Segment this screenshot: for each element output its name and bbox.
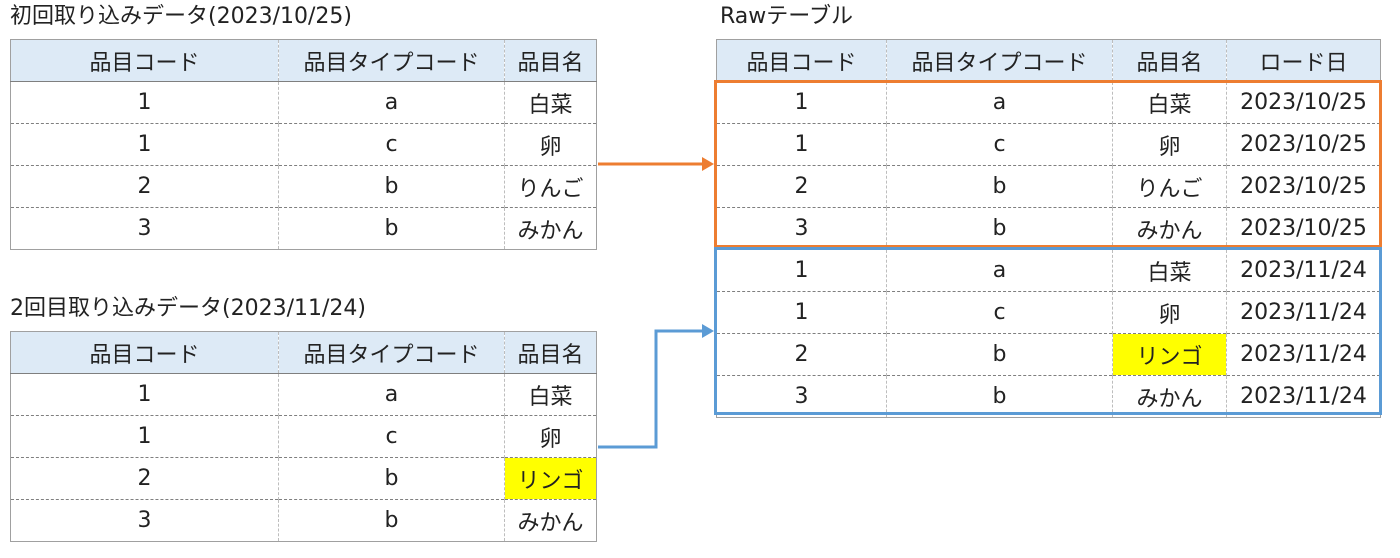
item-code-cell: 3 — [10, 499, 279, 542]
item-code-cell: 2 — [716, 333, 887, 376]
load-date-cell: 2023/10/25 — [1226, 165, 1381, 208]
column-header-item-code: 品目コード — [10, 331, 279, 374]
table-header-row: 品目コード 品目タイプコード 品目名 ロード日 — [716, 39, 1381, 82]
item-code-cell: 1 — [716, 249, 887, 292]
column-header-item-name: 品目名 — [504, 331, 597, 374]
table-row: 1 c 卵 — [10, 415, 597, 458]
item-name-cell: みかん — [504, 207, 597, 250]
orange-arrow-icon — [598, 157, 714, 171]
item-name-cell: りんご — [1112, 165, 1227, 208]
column-header-item-name: 品目名 — [1112, 39, 1227, 82]
item-code-cell: 2 — [716, 165, 887, 208]
second-import-title: 2回目取り込みデータ(2023/11/24) — [10, 296, 366, 321]
highlighted-item-name-cell: リンゴ — [1112, 333, 1227, 376]
item-name-cell: 白菜 — [504, 81, 597, 124]
item-name-cell: 白菜 — [504, 373, 597, 416]
column-header-item-code: 品目コード — [10, 39, 279, 82]
item-name-cell: 卵 — [504, 415, 597, 458]
table-row: 1 a 白菜 — [11, 373, 597, 416]
item-type-code-cell: a — [278, 373, 505, 416]
load-date-cell: 2023/10/25 — [1226, 81, 1381, 124]
item-type-code-cell: a — [886, 81, 1113, 124]
column-header-item-type-code: 品目タイプコード — [886, 39, 1113, 82]
second-import-table: 品目コード 品目タイプコード 品目名 1 a 白菜 1 c 卵 2 b リンゴ … — [10, 331, 597, 542]
item-code-cell: 1 — [716, 291, 887, 334]
item-code-cell: 2 — [10, 165, 279, 208]
item-name-cell: 卵 — [504, 123, 597, 166]
item-name-cell: みかん — [1112, 375, 1227, 418]
item-name-cell: 白菜 — [1112, 249, 1227, 292]
item-type-code-cell: b — [278, 499, 505, 542]
table-row: 1 c 卵 2023/11/24 — [716, 291, 1381, 334]
item-name-cell: 卵 — [1112, 123, 1227, 166]
blue-arrow-icon — [598, 324, 714, 449]
item-code-cell: 1 — [137, 382, 152, 407]
item-code-cell: 1 — [10, 415, 279, 458]
first-import-title: 初回取り込みデータ(2023/10/25) — [10, 4, 352, 29]
item-name-cell: みかん — [1112, 207, 1227, 250]
table-row: 2 b りんご 2023/10/25 — [716, 165, 1381, 208]
item-type-code-cell: c — [886, 291, 1113, 334]
column-header-item-type-code: 品目タイプコード — [278, 39, 505, 82]
item-code-cell: 1 — [794, 90, 809, 115]
table-row: 1 a 白菜 — [11, 81, 597, 124]
table-row: 2 b リンゴ — [10, 457, 597, 500]
highlighted-item-name-cell: リンゴ — [504, 457, 597, 500]
item-code-cell: 2 — [10, 457, 279, 500]
item-type-code-cell: c — [278, 415, 505, 458]
column-header-item-type-code: 品目タイプコード — [278, 331, 505, 374]
item-name-cell: 卵 — [1112, 291, 1227, 334]
table-row: 3 b みかん 2023/11/24 — [716, 375, 1381, 418]
item-code-cell: 1 — [716, 123, 887, 166]
item-type-code-cell: a — [886, 249, 1113, 292]
item-type-code-cell: b — [278, 207, 505, 250]
item-name-cell: 白菜 — [1112, 81, 1227, 124]
load-date-cell: 2023/10/25 — [1226, 123, 1381, 166]
column-header-item-name: 品目名 — [504, 39, 597, 82]
item-code-cell: 1 — [10, 123, 279, 166]
item-type-code-cell: c — [886, 123, 1113, 166]
load-date-cell: 2023/11/24 — [1226, 375, 1381, 418]
table-row: 1 a 白菜 2023/11/24 — [716, 249, 1381, 292]
item-type-code-cell: b — [278, 165, 505, 208]
table-row: 3 b みかん — [10, 207, 597, 250]
table-row: 3 b みかん 2023/10/25 — [716, 207, 1381, 250]
item-type-code-cell: b — [886, 333, 1113, 376]
item-type-code-cell: b — [886, 207, 1113, 250]
first-import-table: 品目コード 品目タイプコード 品目名 1 a 白菜 1 c 卵 2 b りんご … — [10, 39, 597, 250]
raw-table-title: Rawテーブル — [720, 4, 853, 29]
item-code-cell: 1 — [137, 90, 152, 115]
load-date-cell: 2023/10/25 — [1226, 207, 1381, 250]
table-row: 1 a 白菜 2023/10/25 — [717, 81, 1381, 124]
item-code-cell: 3 — [716, 207, 887, 250]
table-row: 2 b リンゴ 2023/11/24 — [716, 333, 1381, 376]
item-code-cell: 3 — [10, 207, 279, 250]
item-type-code-cell: b — [886, 375, 1113, 418]
load-date-cell: 2023/11/24 — [1226, 333, 1381, 376]
table-header-row: 品目コード 品目タイプコード 品目名 — [10, 331, 597, 374]
table-row: 2 b りんご — [10, 165, 597, 208]
item-type-code-cell: c — [278, 123, 505, 166]
table-header-row: 品目コード 品目タイプコード 品目名 — [10, 39, 597, 82]
load-date-cell: 2023/11/24 — [1226, 291, 1381, 334]
raw-table: 品目コード 品目タイプコード 品目名 ロード日 1 a 白菜 2023/10/2… — [716, 39, 1381, 418]
table-row: 1 c 卵 2023/10/25 — [716, 123, 1381, 166]
load-date-cell: 2023/11/24 — [1226, 249, 1381, 292]
item-type-code-cell: a — [278, 81, 505, 124]
item-name-cell: りんご — [504, 165, 597, 208]
item-type-code-cell: b — [278, 457, 505, 500]
column-header-load-date: ロード日 — [1226, 39, 1381, 82]
table-row: 1 c 卵 — [10, 123, 597, 166]
item-code-cell: 3 — [716, 375, 887, 418]
table-row: 3 b みかん — [10, 499, 597, 542]
item-name-cell: みかん — [504, 499, 597, 542]
item-type-code-cell: b — [886, 165, 1113, 208]
